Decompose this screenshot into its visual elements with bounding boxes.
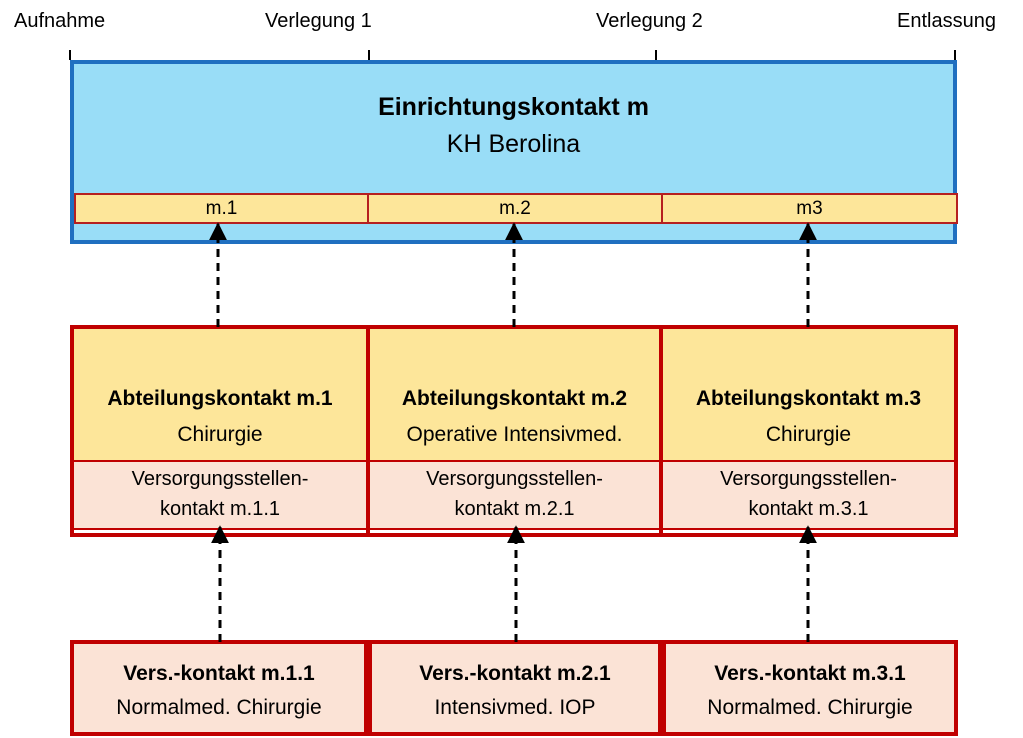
department-header: Abteilungskontakt m.1 Chirurgie [74,329,366,460]
department-header: Abteilungskontakt m.2 Operative Intensiv… [370,329,659,460]
care-contact-m1-1: Vers.-kontakt m.1.1 Normalmed. Chirurgie [70,640,368,736]
unit-contact-m2-1: Versorgungsstellen- kontakt m.2.1 [370,460,659,530]
department-title: Abteilungskontakt m.3 [695,387,922,410]
department-contact-m1: Abteilungskontakt m.1 Chirurgie Versorgu… [74,329,366,533]
unit-contact-line2: kontakt m.2.1 [454,498,575,520]
department-subtitle: Chirurgie [765,423,852,446]
facility-segment-m1: m.1 [74,193,369,224]
care-contact-title: Vers.-kontakt m.2.1 [419,662,611,685]
facility-contact-box: Einrichtungskontakt m KH Berolina m.1 m.… [70,60,958,244]
department-divider [366,329,370,533]
unit-contact-line2: kontakt m.3.1 [748,498,869,520]
care-contact-subtitle: Normalmed. Chirurgie [116,696,322,719]
timeline-label-discharge: Entlassung [897,10,996,32]
timeline-label-admission: Aufnahme [14,10,106,32]
timeline-tick-transfer-2 [655,50,657,60]
facility-contact-title: Einrichtungskontakt m [378,93,649,121]
department-subtitle: Chirurgie [177,423,263,446]
care-contact-m2-1: Vers.-kontakt m.2.1 Intensivmed. IOP [368,640,662,736]
unit-contact-m1-1: Versorgungsstellen- kontakt m.1.1 [74,460,366,530]
department-title: Abteilungskontakt m.2 [401,387,628,410]
care-contact-subtitle: Intensivmed. IOP [434,696,596,719]
care-contact-title: Vers.-kontakt m.1.1 [123,662,315,685]
unit-contact-line1: Versorgungsstellen- [426,468,603,490]
timeline-label-transfer-2: Verlegung 2 [596,10,703,32]
department-divider [659,329,663,533]
facility-segment-m2: m.2 [369,193,663,224]
facility-segment-m3: m3 [663,193,958,224]
facility-contact-subtitle: KH Berolina [446,130,581,158]
timeline-label-transfer-1: Verlegung 1 [265,10,372,32]
department-contact-m3: Abteilungskontakt m.3 Chirurgie Versorgu… [663,329,954,533]
care-contact-m3-1: Vers.-kontakt m.3.1 Normalmed. Chirurgie [662,640,958,736]
department-contacts-box: Abteilungskontakt m.1 Chirurgie Versorgu… [70,325,958,537]
unit-contact-m3-1: Versorgungsstellen- kontakt m.3.1 [663,460,954,530]
timeline-tick-transfer-1 [368,50,370,60]
department-contact-m2: Abteilungskontakt m.2 Operative Intensiv… [370,329,659,533]
department-title: Abteilungskontakt m.1 [107,387,333,410]
unit-contact-line2: kontakt m.1.1 [159,498,281,520]
department-header: Abteilungskontakt m.3 Chirurgie [663,329,954,460]
unit-contact-line1: Versorgungsstellen- [720,468,897,490]
timeline-tick-discharge [954,50,956,60]
department-subtitle: Operative Intensivmed. [406,423,623,446]
facility-segment-row: m.1 m.2 m3 [74,193,958,224]
unit-contact-line1: Versorgungsstellen- [131,468,309,490]
care-contact-subtitle: Normalmed. Chirurgie [707,696,913,719]
timeline-tick-admission [69,50,71,60]
care-contact-title: Vers.-kontakt m.3.1 [714,662,906,685]
